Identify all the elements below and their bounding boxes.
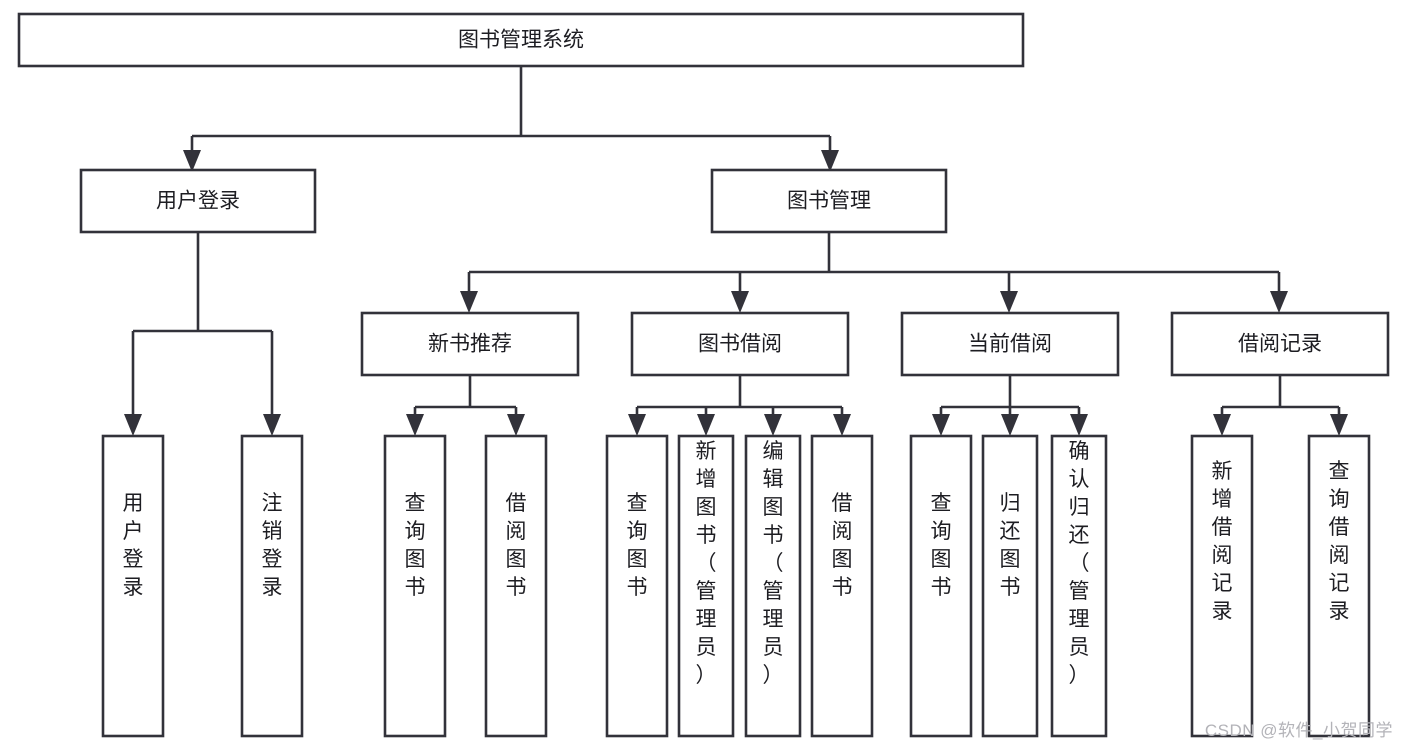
arrow-to-new-book-recommend [460, 291, 478, 313]
node-book-borrow[interactable]: 图书借阅 [630, 311, 850, 377]
node-leaf-query-book-1-label: 查询图书 [405, 492, 426, 599]
node-leaf-query-book-1[interactable]: 查询图书 [383, 434, 447, 738]
arrow-to-leaf-query-book-3 [932, 414, 950, 436]
node-leaf-query-book-3[interactable]: 查询图书 [909, 434, 973, 738]
node-leaf-add-record-label: 新增借阅记录 [1212, 460, 1233, 623]
node-leaf-query-book-2[interactable]: 查询图书 [605, 434, 669, 738]
node-leaf-query-book-3-box[interactable] [909, 434, 973, 738]
connector-layer [124, 66, 1348, 436]
node-leaf-add-record-box[interactable] [1190, 434, 1254, 738]
arrow-to-current-borrow [1000, 291, 1018, 313]
node-leaf-edit-book-label: 编辑图书（管理员） [763, 440, 784, 687]
node-leaf-add-book-box[interactable] [677, 434, 735, 738]
node-leaf-return-book[interactable]: 归还图书 [981, 434, 1039, 738]
node-leaf-confirm-return[interactable]: 确认归还（管理员） [1050, 434, 1108, 738]
arrow-to-leaf-query-record [1330, 414, 1348, 436]
node-leaf-query-book-2-label: 查询图书 [627, 492, 648, 599]
node-root-label: 图书管理系统 [458, 29, 584, 52]
node-leaf-query-book-1-box[interactable] [383, 434, 447, 738]
node-book-management-label: 图书管理 [787, 190, 871, 213]
arrow-to-leaf-edit-book [764, 414, 782, 436]
node-leaf-query-record[interactable]: 查询借阅记录 [1307, 434, 1371, 738]
node-leaf-user-login[interactable]: 用户登录 [101, 434, 165, 738]
node-leaf-query-book-2-box[interactable] [605, 434, 669, 738]
arrow-to-borrow-record [1270, 291, 1288, 313]
node-user-login-label: 用户登录 [156, 190, 240, 213]
arrow-to-leaf-user-login [124, 414, 142, 436]
node-leaf-query-book-3-label: 查询图书 [931, 492, 952, 599]
node-leaf-user-login-label: 用户登录 [123, 492, 144, 599]
node-leaf-user-logout[interactable]: 注销登录 [240, 434, 304, 738]
node-leaf-add-book-label: 新增图书（管理员） [696, 440, 717, 687]
node-root-box[interactable] [17, 12, 1025, 68]
node-book-borrow-label: 图书借阅 [698, 333, 782, 356]
node-borrow-record-box[interactable] [1170, 311, 1390, 377]
node-leaf-borrow-book-2-box[interactable] [810, 434, 874, 738]
arrow-to-book-management [821, 150, 839, 172]
node-new-book-recommend[interactable]: 新书推荐 [360, 311, 580, 377]
node-current-borrow-box[interactable] [900, 311, 1120, 377]
node-leaf-add-book[interactable]: 新增图书（管理员） [677, 434, 735, 738]
node-leaf-user-logout-label: 注销登录 [262, 492, 283, 599]
node-leaf-user-logout-box[interactable] [240, 434, 304, 738]
node-leaf-borrow-book-2-label: 借阅图书 [832, 492, 853, 599]
node-book-borrow-box[interactable] [630, 311, 850, 377]
node-new-book-recommend-box[interactable] [360, 311, 580, 377]
node-current-borrow[interactable]: 当前借阅 [900, 311, 1120, 377]
node-root[interactable]: 图书管理系统 [17, 12, 1025, 68]
arrow-to-leaf-add-record [1213, 414, 1231, 436]
node-current-borrow-label: 当前借阅 [968, 333, 1052, 356]
node-leaf-return-book-label: 归还图书 [1000, 492, 1021, 599]
node-new-book-recommend-label: 新书推荐 [428, 333, 512, 356]
arrow-to-leaf-query-book-2 [628, 414, 646, 436]
node-leaf-query-record-box[interactable] [1307, 434, 1371, 738]
node-leaf-edit-book-box[interactable] [744, 434, 802, 738]
node-borrow-record-label: 借阅记录 [1238, 333, 1322, 356]
arrow-to-leaf-borrow-book-1 [507, 414, 525, 436]
node-borrow-record[interactable]: 借阅记录 [1170, 311, 1390, 377]
arrow-to-leaf-user-logout [263, 414, 281, 436]
node-leaf-user-login-box[interactable] [101, 434, 165, 738]
arrow-to-user-login [183, 150, 201, 172]
node-user-login-box[interactable] [79, 168, 317, 234]
arrow-to-leaf-borrow-book-2 [833, 414, 851, 436]
node-leaf-confirm-return-label: 确认归还（管理员） [1069, 440, 1090, 687]
arrow-to-leaf-add-book [697, 414, 715, 436]
node-user-login[interactable]: 用户登录 [79, 168, 317, 234]
node-leaf-return-book-box[interactable] [981, 434, 1039, 738]
node-leaf-confirm-return-box[interactable] [1050, 434, 1108, 738]
arrow-to-book-borrow [731, 291, 749, 313]
node-leaf-borrow-book-1[interactable]: 借阅图书 [484, 434, 548, 738]
node-leaf-query-record-label: 查询借阅记录 [1329, 460, 1350, 623]
node-leaf-borrow-book-2[interactable]: 借阅图书 [810, 434, 874, 738]
node-leaf-edit-book[interactable]: 编辑图书（管理员） [744, 434, 802, 738]
node-leaf-borrow-book-1-label: 借阅图书 [506, 492, 527, 599]
node-leaf-borrow-book-1-box[interactable] [484, 434, 548, 738]
arrow-to-leaf-query-book-1 [406, 414, 424, 436]
node-book-management[interactable]: 图书管理 [710, 168, 948, 234]
arrow-to-leaf-return-book [1001, 414, 1019, 436]
arrow-to-leaf-confirm-return [1070, 414, 1088, 436]
csdn-watermark: CSDN @软件_小贺同学 [1204, 721, 1393, 740]
node-book-management-box[interactable] [710, 168, 948, 234]
node-leaf-add-record[interactable]: 新增借阅记录 [1190, 434, 1254, 738]
